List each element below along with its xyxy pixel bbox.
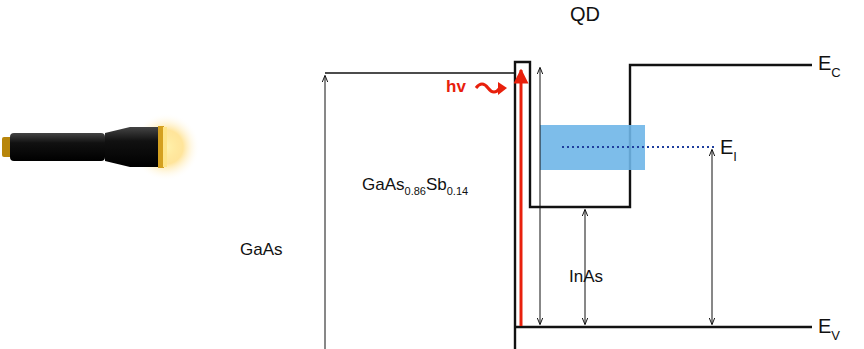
photon-head: [498, 82, 507, 95]
energy-symbol: E: [818, 316, 831, 336]
energy-symbol: E: [818, 53, 831, 73]
excitation-arrow: [520, 70, 523, 326]
material-name: GaAs: [240, 241, 283, 258]
material-name: Sb: [426, 176, 447, 193]
material-name: InAs: [569, 268, 603, 285]
energy-arrows: [325, 68, 712, 349]
photon-label: hv: [446, 78, 466, 95]
flashlight-icon: [2, 113, 200, 181]
level-line: [562, 146, 714, 148]
region-title: QD: [570, 4, 600, 24]
band-edges: [325, 62, 812, 349]
energy-subscript: V: [831, 329, 840, 342]
composition-subscript: 0.86: [405, 186, 426, 197]
composition-subscript: 0.14: [447, 186, 468, 197]
energy-subscript: C: [831, 66, 840, 79]
material-name: GaAs: [362, 176, 405, 193]
energy-symbol: E: [720, 137, 733, 157]
energy-subscript: I: [733, 150, 737, 163]
photon-wave: [476, 84, 500, 92]
